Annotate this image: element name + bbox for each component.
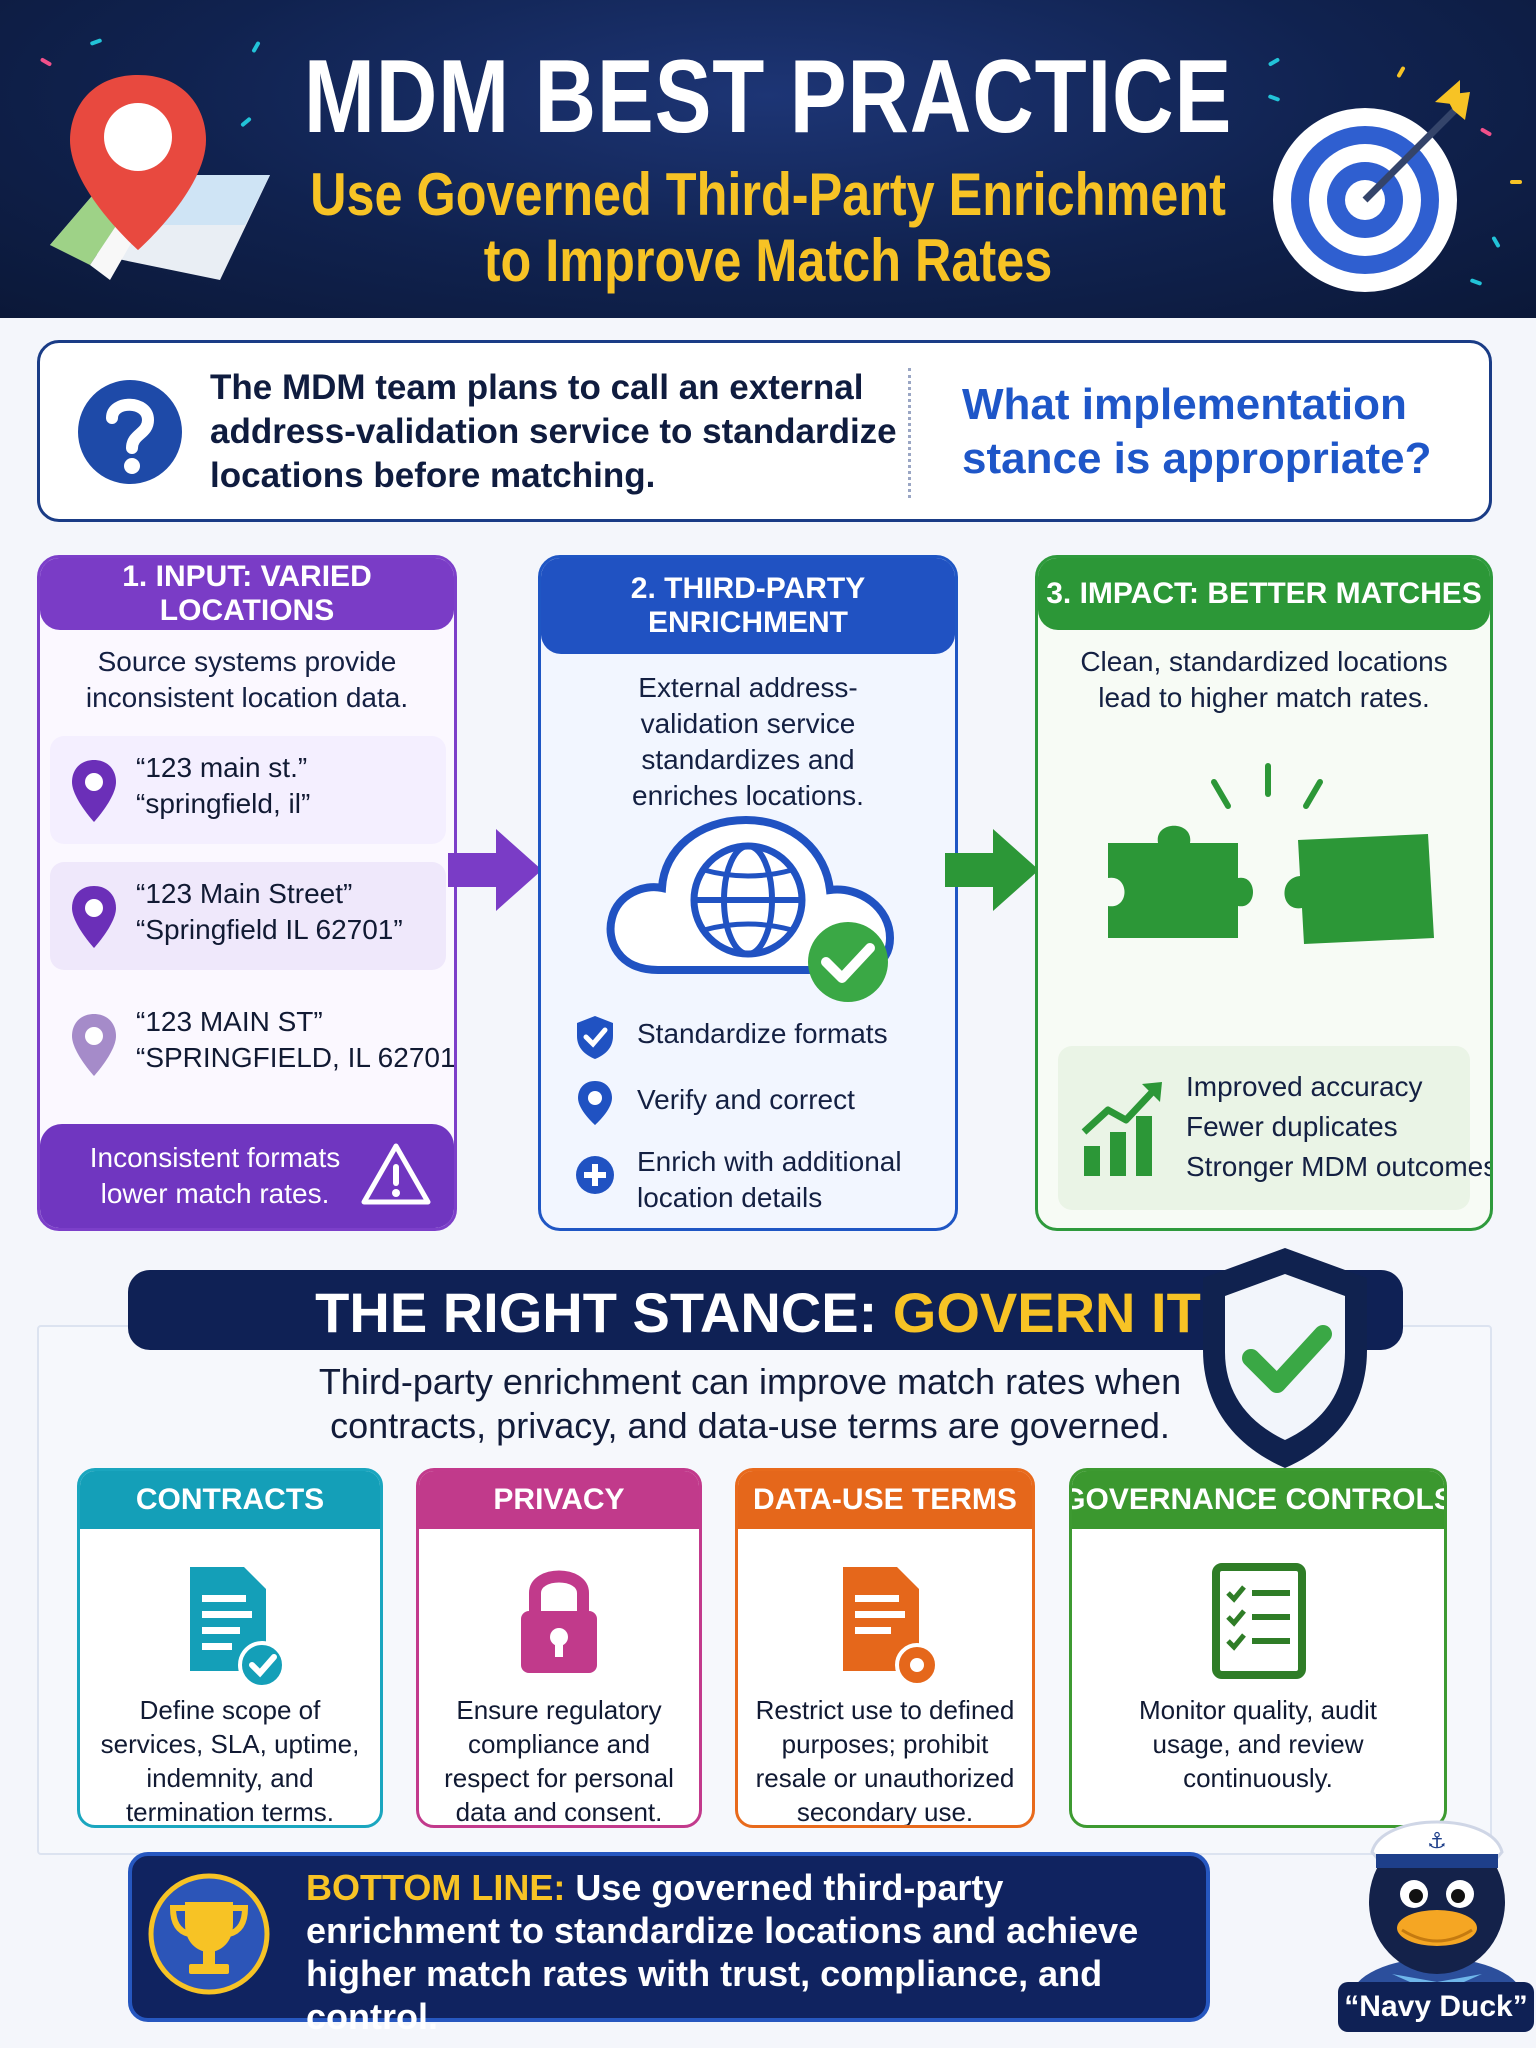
card-title: DATA-USE TERMS <box>738 1471 1032 1529</box>
card-text: Ensure regulatory compliance and respect… <box>444 1695 674 1827</box>
bottom-line-label: BOTTOM LINE: <box>306 1867 566 1908</box>
location-line-1: “123 Main Street” <box>136 878 353 909</box>
step-enrichment-card: 2. THIRD-PARTY ENRICHMENT External addre… <box>538 555 958 1231</box>
card-text: Monitor quality, audit usage, and review… <box>1139 1695 1377 1793</box>
page-title: MDM BEST PRACTICE <box>303 39 1233 155</box>
subtitle-line-2: to Improve Match Rates <box>483 227 1053 294</box>
location-item: “123 MAIN ST” “SPRINGFIELD, IL 62701” <box>50 990 454 1098</box>
feature-text: Standardize formats <box>637 1018 888 1049</box>
card-privacy: PRIVACY Ensure regulatory compliance and… <box>416 1468 702 1828</box>
location-line-1: “123 main st.” <box>136 752 308 783</box>
warning-icon <box>361 1143 431 1205</box>
header-banner <box>0 0 1536 318</box>
step-impact-card: 3. IMPACT: BETTER MATCHES Clean, standar… <box>1035 555 1493 1231</box>
checklist-icon <box>1212 1563 1306 1679</box>
arrow-right-icon <box>448 829 542 911</box>
page-subtitle: Use Governed Third-Party Enrichment to I… <box>123 162 1413 294</box>
card-contracts: CONTRACTS Define scope of services, SLA,… <box>77 1468 383 1828</box>
question-card <box>37 340 1492 522</box>
question-icon <box>78 380 182 484</box>
location-item: “123 main st.” “springfield, il” <box>50 736 446 844</box>
govern-title: THE RIGHT STANCE: GOVERN IT <box>128 1280 1388 1345</box>
card-title: PRIVACY <box>419 1471 699 1529</box>
warning-banner: Inconsistent formats lower match rates. <box>40 1124 454 1228</box>
bottom-line-body: Use governed third-party enrichment to s… <box>306 1867 1139 2037</box>
location-pin-icon <box>578 1081 612 1125</box>
shield-check-icon <box>577 1016 613 1059</box>
benefit-item: Improved accuracy <box>1186 1071 1423 1102</box>
step-title: 1. INPUT: VARIED LOCATIONS <box>40 558 454 630</box>
card-data-use-terms: DATA-USE TERMS Restrict use to defined p… <box>735 1468 1035 1828</box>
benefit-item: Stronger MDM outcomes <box>1186 1151 1493 1182</box>
location-pin-icon <box>72 1014 116 1076</box>
step-title: 2. THIRD-PARTY ENRICHMENT <box>541 558 955 654</box>
card-title: GOVERNANCE CONTROLS <box>1072 1471 1444 1529</box>
location-text: “123 Main Street” “Springfield IL 62701” <box>136 876 403 948</box>
govern-title-accent: GOVERN IT <box>892 1281 1201 1344</box>
step-title: 3. IMPACT: BETTER MATCHES <box>1038 558 1490 630</box>
govern-title-prefix: THE RIGHT STANCE: <box>315 1281 878 1344</box>
card-text: Define scope of services, SLA, uptime, i… <box>100 1695 360 1827</box>
govern-banner <box>128 1270 1403 1350</box>
step-description: Source systems provide inconsistent loca… <box>85 646 409 713</box>
location-line-2: “SPRINGFIELD, IL 62701” <box>136 1042 457 1073</box>
document-gear-icon <box>843 1567 939 1687</box>
location-item: “123 Main Street” “Springfield IL 62701” <box>50 862 446 970</box>
puzzle-icon <box>1108 763 1434 944</box>
card-text: Restrict use to defined purposes; prohib… <box>755 1695 1015 1827</box>
shield-check-icon <box>1203 1248 1367 1468</box>
location-text: “123 MAIN ST” “SPRINGFIELD, IL 62701” <box>136 1004 457 1076</box>
card-governance-controls: GOVERNANCE CONTROLS Monitor quality, aud… <box>1069 1468 1447 1828</box>
plus-icon <box>576 1156 614 1194</box>
subtitle-line-1: Use Governed Third-Party Enrichment <box>310 161 1226 228</box>
trophy-icon <box>148 1873 270 1995</box>
location-text: “123 main st.” “springfield, il” <box>136 750 310 822</box>
target-icon <box>1273 80 1470 292</box>
feature-text: Verify and correct <box>637 1084 855 1115</box>
location-line-1: “123 MAIN ST” <box>136 1006 323 1037</box>
bottom-line-text: BOTTOM LINE: Use governed third-party en… <box>306 1866 1196 2038</box>
location-line-2: “springfield, il” <box>136 788 311 819</box>
card-title: CONTRACTS <box>80 1471 380 1529</box>
benefits-box: Improved accuracy Fewer duplicates Stron… <box>1058 1046 1490 1210</box>
bottom-line-banner <box>128 1852 1210 2022</box>
question-text: The MDM team plans to call an external a… <box>210 368 897 495</box>
document-check-icon <box>190 1567 286 1689</box>
location-line-2: “Springfield IL 62701” <box>136 914 403 945</box>
step-input-card: 1. INPUT: VARIED LOCATIONS Source system… <box>37 555 457 1231</box>
location-pin-icon <box>72 886 116 948</box>
lock-icon <box>521 1570 597 1673</box>
step-description: Clean, standardized locations lead to hi… <box>1080 646 1448 713</box>
feature-text: Enrich with additional location details <box>637 1146 902 1213</box>
growth-chart-icon <box>1081 1082 1162 1176</box>
map-pin-icon <box>50 75 270 280</box>
arrow-right-icon <box>945 829 1039 911</box>
question-divider <box>908 368 911 498</box>
duck-mascot-label: “Navy Duck” <box>1338 1982 1534 2032</box>
step-description: External address-validation service stan… <box>632 672 864 811</box>
govern-description: Third-party enrichment can improve match… <box>318 1361 1182 1446</box>
question-ask: What implementation stance is appropriat… <box>962 380 1432 483</box>
warning-text: Inconsistent formats lower match rates. <box>89 1142 341 1209</box>
cloud-globe-icon <box>606 815 895 1002</box>
benefit-item: Fewer duplicates <box>1186 1111 1398 1142</box>
svg-text:⚓: ⚓ <box>1427 1829 1447 1854</box>
location-pin-icon <box>72 760 116 822</box>
